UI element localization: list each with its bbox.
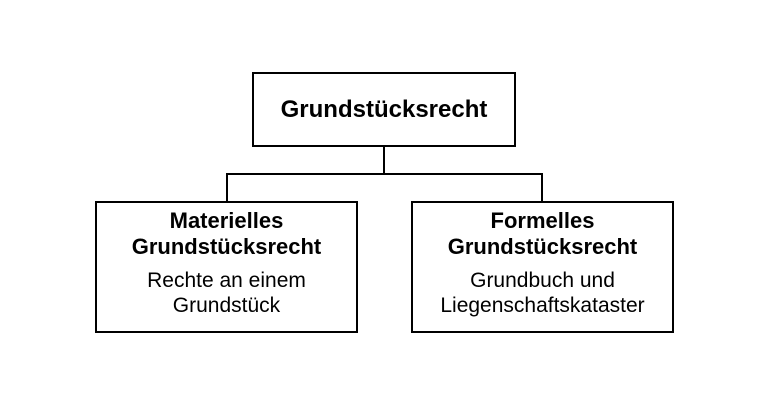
child-node-description-line: Grundbuch und (470, 269, 615, 292)
root-node: Grundstücksrecht (252, 72, 516, 147)
child-node-description: Rechte an einem Grundstück (97, 268, 356, 318)
child-node-title-line: Grundstücksrecht (131, 234, 322, 259)
connector-root-stem (383, 147, 385, 174)
child-node-title: Formelles Grundstücksrecht (413, 208, 672, 260)
child-node-description-line: Rechte an einem (147, 269, 306, 292)
child-node-description-line: Liegenschaftskataster (440, 294, 645, 317)
child-node-materielles: Materielles Grundstücksrecht Rechte an e… (95, 201, 358, 333)
child-node-description: Grundbuch und Liegenschaftskataster (413, 268, 672, 318)
child-node-title-line: Formelles (490, 208, 595, 233)
child-node-title-line: Materielles (169, 208, 284, 233)
child-node-title: Materielles Grundstücksrecht (97, 208, 356, 260)
root-node-label: Grundstücksrecht (280, 95, 488, 123)
connector-left-drop (226, 173, 228, 202)
connector-right-drop (541, 173, 543, 202)
child-node-title-line: Grundstücksrecht (447, 234, 638, 259)
child-node-formelles: Formelles Grundstücksrecht Grundbuch und… (411, 201, 674, 333)
child-node-description-line: Grundstück (172, 294, 281, 317)
connector-horizontal-bar (226, 173, 543, 175)
